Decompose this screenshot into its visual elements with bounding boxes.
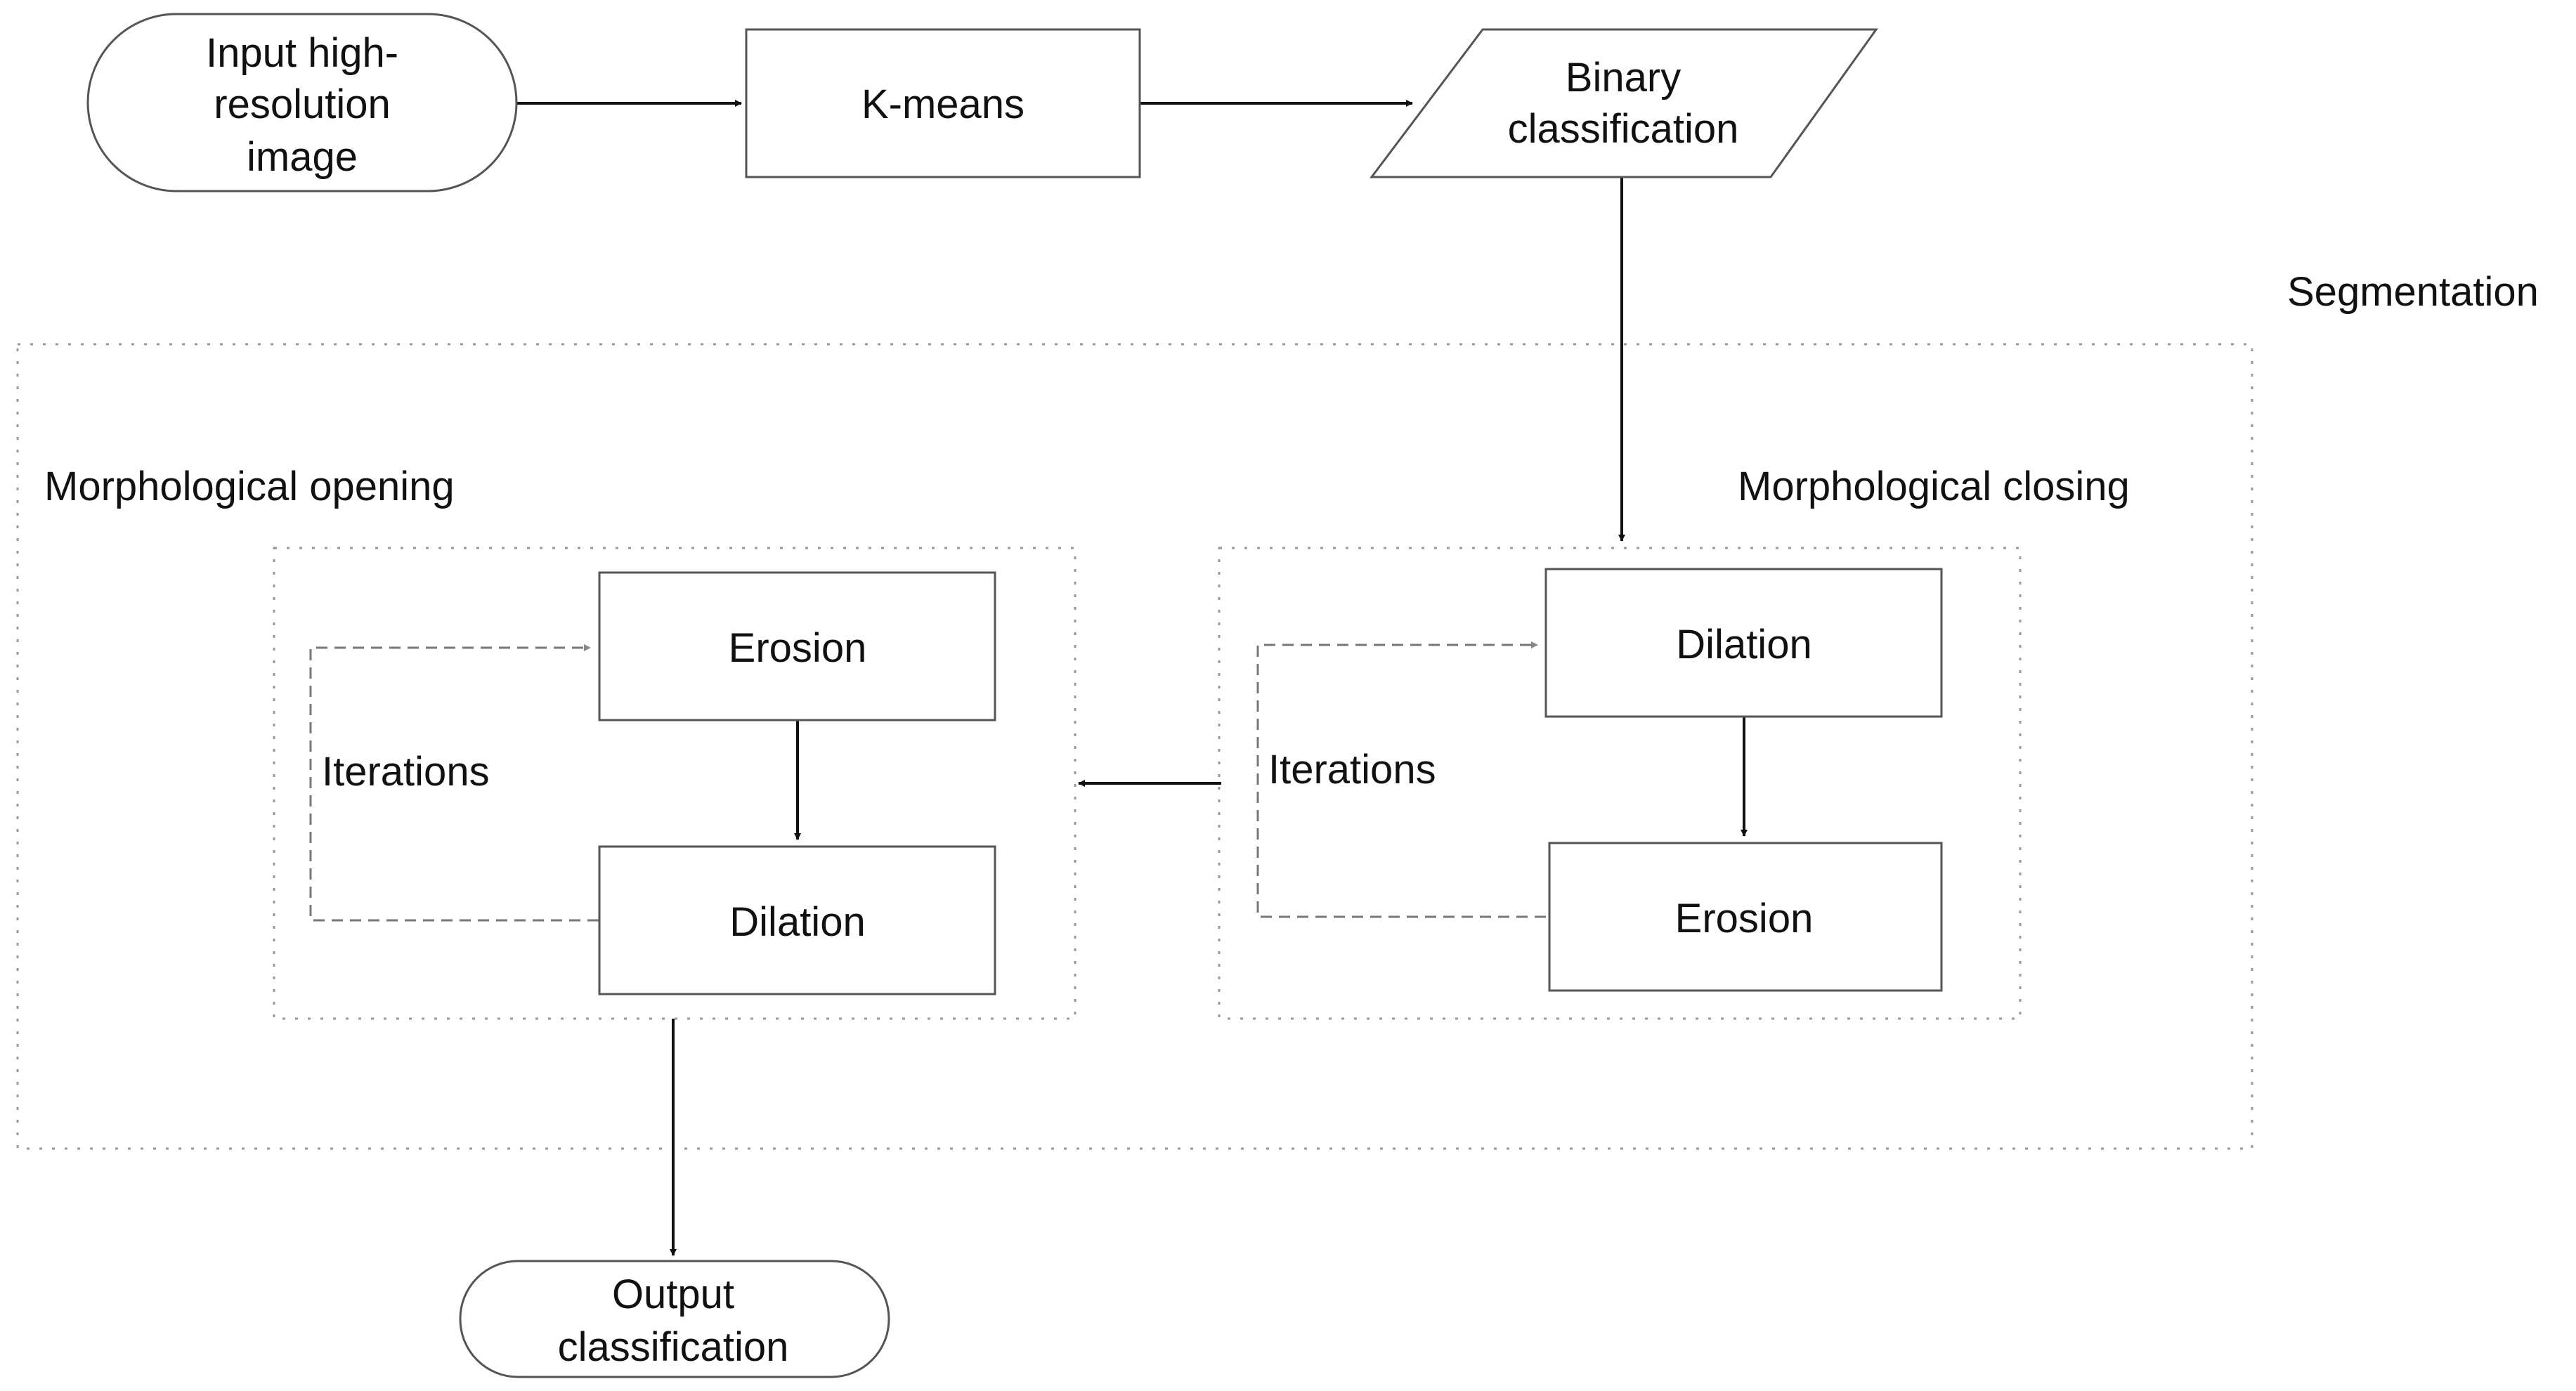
opening-dilation-label: Dilation: [729, 899, 865, 945]
opening-dilation-shape: [598, 845, 996, 995]
opening-erosion-label: Erosion: [729, 625, 867, 671]
input-image-line-3: image: [247, 134, 358, 180]
output-classification-line-2: classification: [558, 1324, 789, 1370]
opening-dilation-node: Dilation: [598, 845, 996, 995]
edge-opening-iterations-loop: [309, 644, 599, 922]
binary-classification-shape: [1369, 28, 1878, 178]
binary-classification-node: Binary classification: [1369, 28, 1878, 178]
kmeans-shape: [745, 28, 1141, 178]
output-classification-line-1: Output: [612, 1272, 734, 1317]
closing-erosion-node: Erosion: [1548, 842, 1943, 992]
closing-iterations-label: Iterations: [1268, 747, 1436, 792]
input-image-line-1: Input high-: [206, 30, 398, 76]
closing-erosion-shape: [1548, 842, 1943, 992]
output-classification-shape: [459, 1260, 890, 1378]
morphological-closing-group: [1218, 547, 2022, 1020]
input-image-shape: [86, 13, 518, 192]
morphological-closing-label: Morphological closing: [1738, 464, 2130, 509]
closing-dilation-node: Dilation: [1544, 568, 1943, 718]
kmeans-label: K-means: [861, 81, 1024, 127]
opening-erosion-node: Erosion: [598, 571, 996, 721]
closing-dilation-shape: [1544, 568, 1943, 718]
opening-iterations-label: Iterations: [322, 749, 490, 795]
edge-closing-iterations-loop: [1256, 641, 1546, 918]
morphological-opening-label: Morphological opening: [44, 464, 455, 509]
kmeans-node: K-means: [745, 28, 1141, 178]
input-image-line-2: resolution: [214, 81, 390, 127]
closing-dilation-label: Dilation: [1676, 622, 1811, 667]
input-image-node: Input high- resolution image: [86, 13, 518, 192]
binary-classification-line-2: classification: [1508, 106, 1739, 152]
opening-erosion-shape: [598, 571, 996, 721]
segmentation-label: Segmentation: [2287, 269, 2539, 315]
closing-erosion-label: Erosion: [1675, 896, 1814, 941]
output-classification-node: Output classification: [459, 1260, 890, 1378]
binary-classification-line-1: Binary: [1566, 55, 1681, 100]
